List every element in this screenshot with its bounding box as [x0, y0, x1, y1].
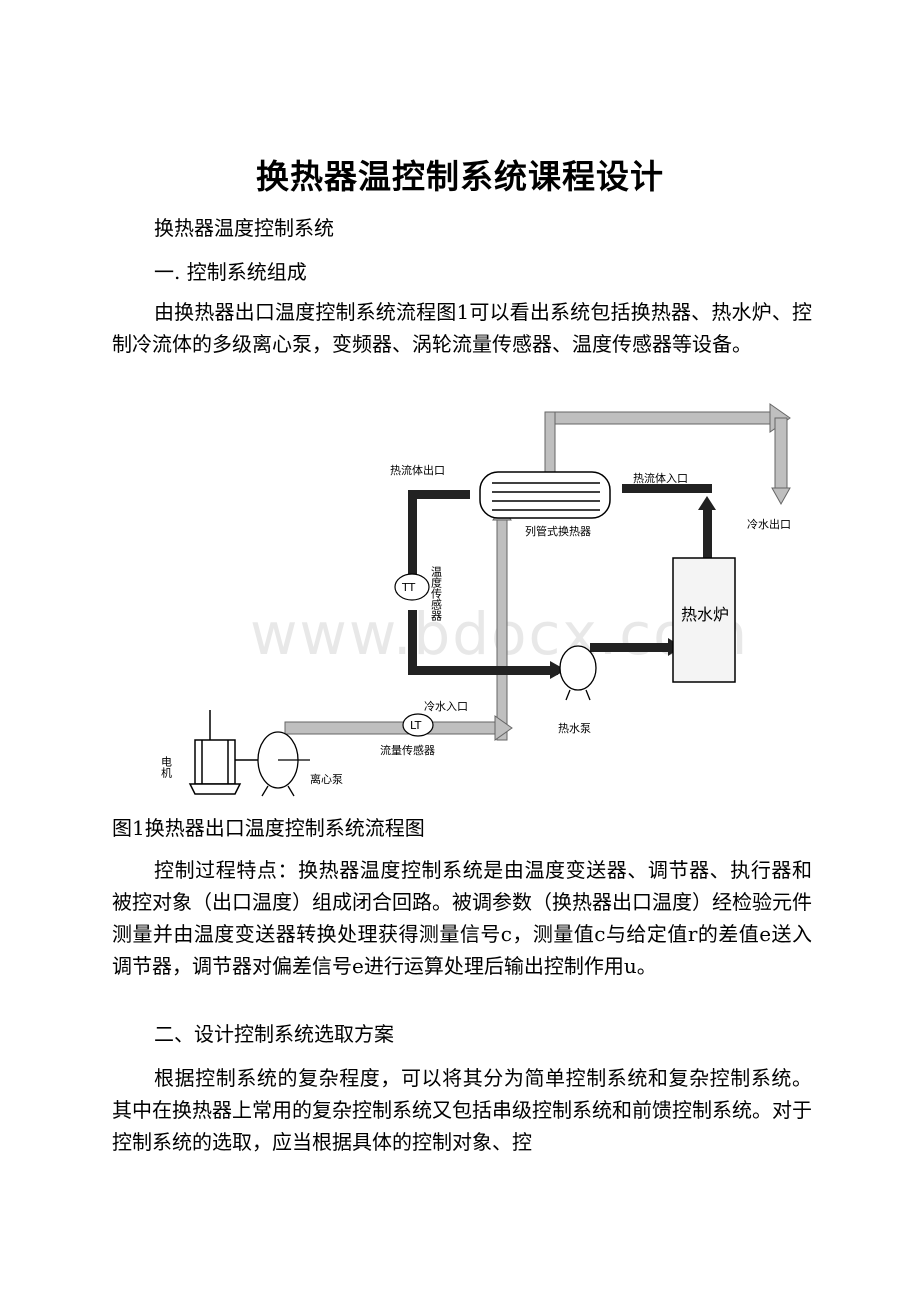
- motor: [188, 710, 258, 795]
- process-flow-diagram: TT 热水炉 LT 热流体出口 热流体入口 列管式换热器 冷水出口 温度传感器 …: [160, 403, 791, 797]
- lt-label: LT: [410, 719, 422, 732]
- label-motor: 电机: [160, 756, 173, 778]
- label-temp-sensor: 温度传感器: [430, 566, 443, 622]
- section-heading-2: 二、设计控制系统选取方案: [154, 1022, 394, 1046]
- centrifugal-pump: [257, 731, 310, 797]
- label-cold-outlet: 冷水出口: [747, 517, 791, 531]
- boiler: [672, 557, 736, 683]
- label-cold-inlet: 冷水入口: [424, 700, 468, 713]
- page-title: 换热器温控制系统课程设计: [256, 157, 664, 196]
- heat-exchanger: [479, 471, 611, 519]
- label-flow-sensor: 流量传感器: [380, 743, 435, 757]
- figure-caption: 图1换热器出口温度控制系统流程图: [112, 816, 425, 840]
- boiler-label: 热水炉: [681, 605, 729, 624]
- tt-label: TT: [401, 581, 416, 594]
- paragraph-1: 由换热器出口温度控制系统流程图1可以看出系统包括换热器、热水炉、控制冷流体的多级…: [112, 300, 812, 356]
- temperature-sensor-tt: [394, 573, 430, 601]
- paragraph-3: 根据控制系统的复杂程度，可以将其分为简单控制系统和复杂控制系统。其中在换热器上常…: [112, 1066, 812, 1154]
- label-centrifugal-pump: 离心泵: [310, 772, 343, 786]
- label-heat-exchanger: 列管式换热器: [525, 524, 591, 538]
- section-heading-1: 一. 控制系统组成: [154, 260, 307, 284]
- cold-water-pipe: [284, 403, 791, 741]
- label-hot-inlet: 热流体入口: [633, 471, 688, 485]
- flow-sensor-lt: [402, 713, 434, 737]
- paragraph-2: 控制过程特点：换热器温度控制系统是由温度变送器、调节器、执行器和被控对象（出口温…: [112, 858, 812, 978]
- subtitle: 换热器温度控制系统: [154, 216, 334, 240]
- label-hot-pump: 热水泵: [558, 722, 591, 735]
- hot-water-pump: [559, 645, 597, 701]
- label-hot-outlet: 热流体出口: [390, 463, 445, 477]
